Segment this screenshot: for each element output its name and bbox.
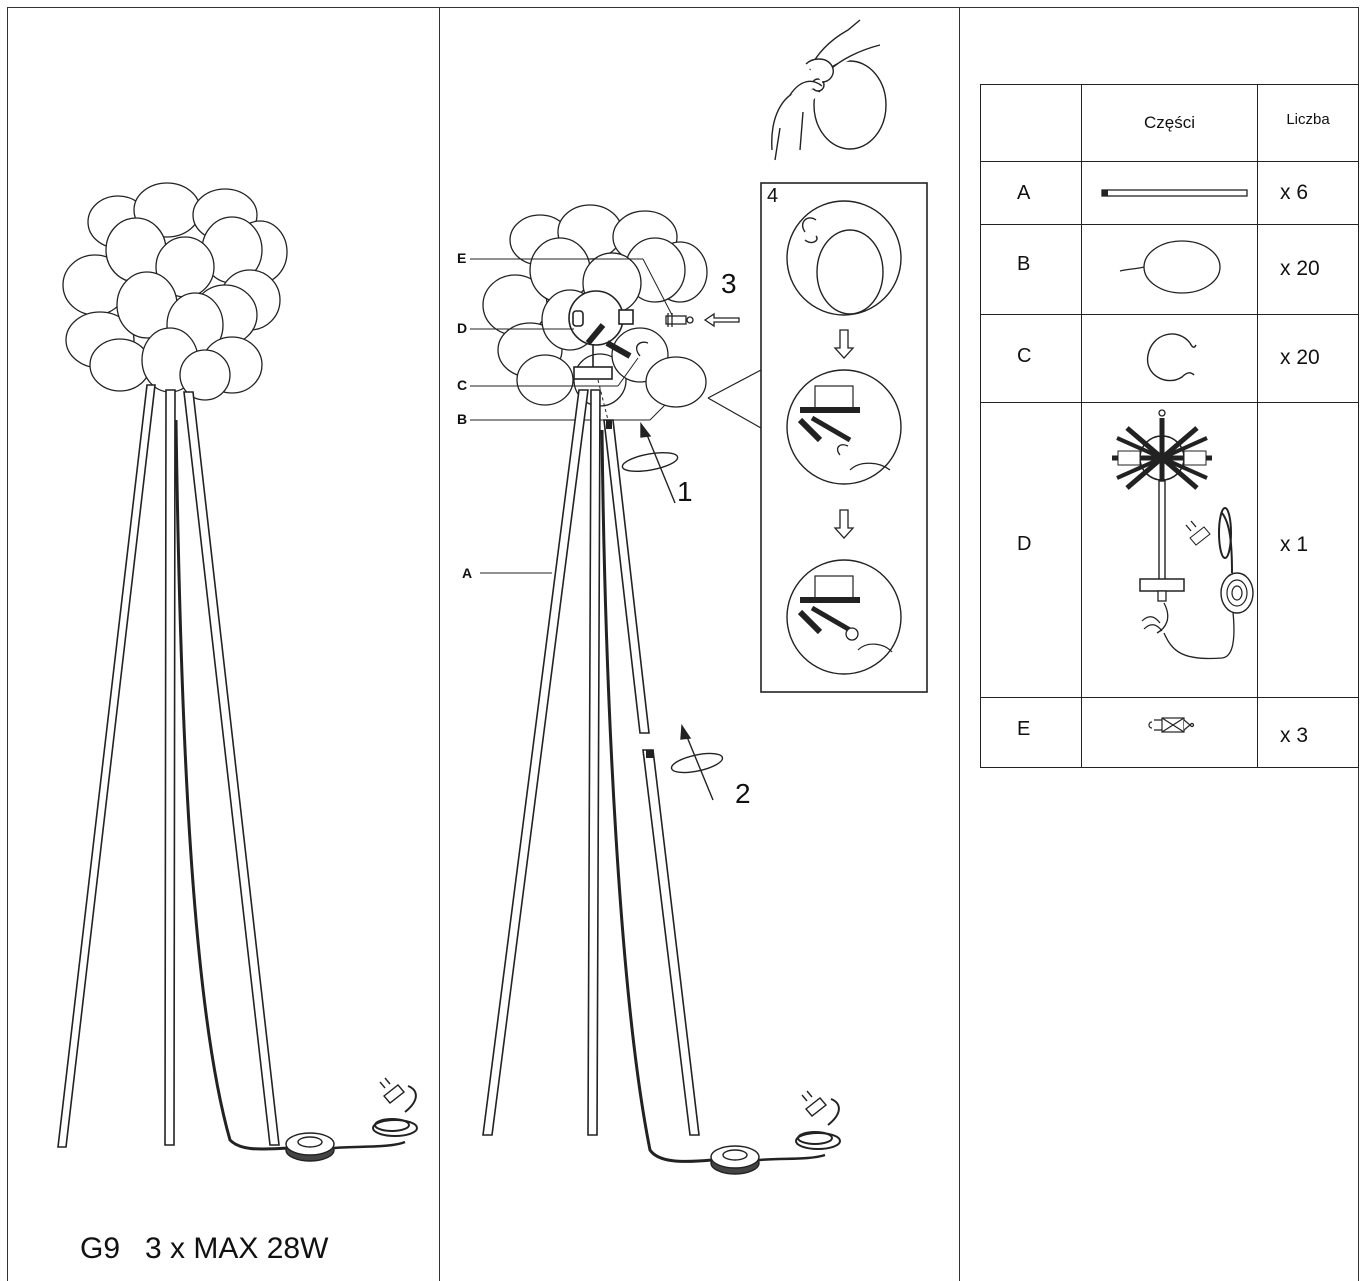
bulb-spec-label: G9 3 x MAX 28W	[80, 1232, 329, 1265]
g9-bulb-icon	[1148, 717, 1195, 733]
callout-a: A	[462, 565, 473, 581]
callout-b: B	[457, 411, 468, 427]
part-count: x 20	[1257, 224, 1359, 315]
part-letter: C	[980, 314, 1082, 403]
parts-row-a: A x 6	[980, 161, 1359, 225]
part-count: x 1	[1257, 402, 1359, 698]
step-1-label: 1	[677, 476, 693, 507]
parts-row-b: B x 20	[980, 224, 1359, 315]
part-letter: D	[980, 402, 1082, 698]
part-count: x 3	[1257, 697, 1359, 768]
callout-d: D	[457, 320, 468, 336]
panel-assembled-lamp	[7, 7, 439, 1281]
part-count: x 20	[1257, 314, 1359, 403]
header-parts: Części	[1081, 84, 1258, 162]
rod-icon	[1101, 189, 1248, 197]
step-3-label: 3	[721, 268, 737, 299]
parts-row-c: C x 20	[980, 314, 1359, 403]
callout-c: C	[457, 377, 468, 393]
parts-row-e: E x 3	[980, 697, 1359, 768]
callout-e: E	[457, 250, 467, 266]
header-count: Liczba	[1257, 84, 1359, 162]
part-count: x 6	[1257, 161, 1359, 225]
panel-assembly-steps	[439, 7, 959, 1281]
part-letter: E	[980, 697, 1082, 768]
assembled-lamp-drawing	[57, 182, 418, 1162]
clip-ring-icon	[1146, 333, 1197, 382]
parts-table: Części Liczba A x 6 B x 20 C	[980, 84, 1359, 768]
lamp-body-with-cord-icon	[1112, 409, 1254, 660]
step-2-label: 2	[735, 778, 751, 809]
glass-globe-icon	[1119, 240, 1221, 294]
part-letter: B	[980, 224, 1082, 315]
step-4-label: 4	[767, 185, 779, 207]
parts-table-header: Części Liczba	[980, 84, 1359, 162]
panel-parts-list	[959, 7, 1359, 1281]
parts-row-d: D	[980, 402, 1359, 698]
part-letter: A	[980, 161, 1082, 225]
